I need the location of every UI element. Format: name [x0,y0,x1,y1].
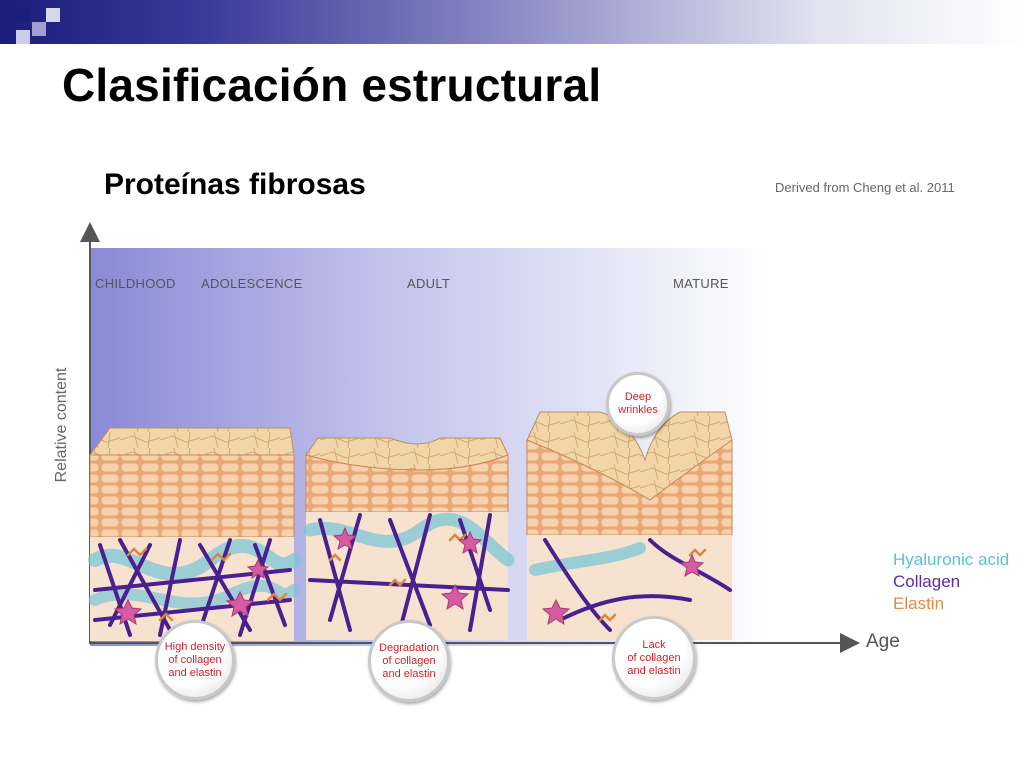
legend: Hyaluronic acid Collagen Elastin [893,549,1009,615]
deco-square-4 [16,30,30,44]
callout-degradation: Degradation of collagen and elastin [368,620,450,702]
callout-high-density: High density of collagen and elastin [155,620,235,700]
deco-square-2 [32,22,46,36]
skin-block-adult [303,437,515,640]
title-band [0,0,1024,44]
skin-block-mature [526,411,733,640]
legend-collagen: Collagen [893,572,961,591]
callout-wrinkles-text: Deep wrinkles [618,391,658,416]
stage-label-mature: MATURE [673,276,729,291]
y-axis-label: Relative content [53,367,70,483]
skin-block-young [88,427,301,641]
stage-label-adult: ADULT [407,276,451,291]
stage-label-adolescence: ADOLESCENCE [201,276,303,291]
callout-lack-text: Lack of collagen and elastin [627,638,681,677]
x-axis-label: Age [866,631,900,652]
slide-subtitle: Proteínas fibrosas [104,168,366,201]
callout-lack: Lack of collagen and elastin [612,616,696,700]
legend-elastin: Elastin [893,594,945,613]
callout-wrinkles: Deep wrinkles [606,372,670,436]
deco-square-3 [46,8,60,22]
callout-high-density-text: High density of collagen and elastin [164,640,226,679]
legend-hyaluronic-acid: Hyaluronic acid [893,550,1010,569]
callout-degradation-text: Degradation of collagen and elastin [379,641,439,680]
figure-credit: Derived from Cheng et al. 2011 [775,180,955,195]
deco-square-1 [16,8,30,22]
stage-label-childhood: CHILDHOOD [95,276,176,291]
slide-title: Clasificación estructural [62,59,602,111]
